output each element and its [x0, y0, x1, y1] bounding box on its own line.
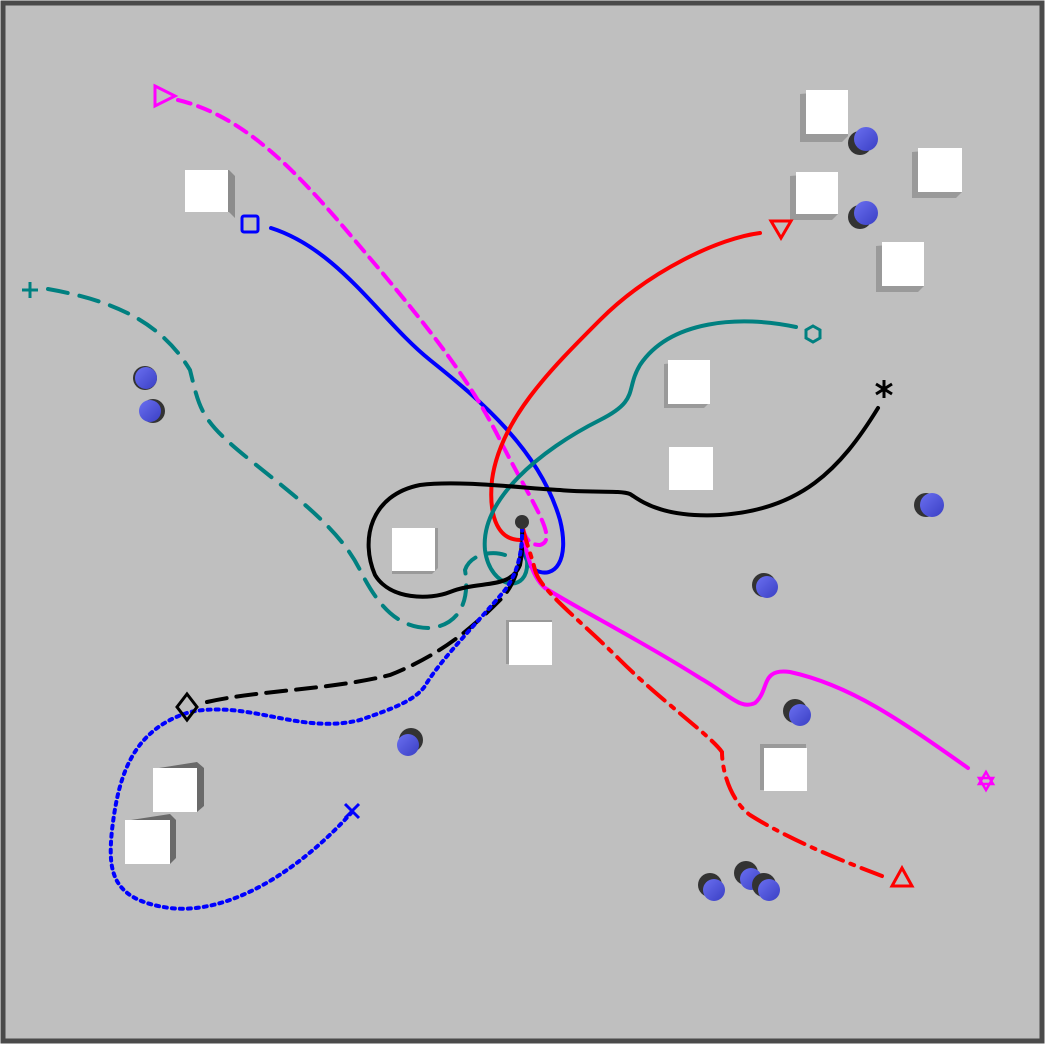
trajectories — [46, 98, 970, 911]
obstacle-box — [912, 148, 962, 198]
asterisk-marker — [875, 380, 893, 398]
obstacle-box — [185, 170, 235, 218]
triangle-down-marker — [768, 219, 794, 241]
x-marker — [343, 802, 361, 820]
square-marker — [240, 214, 260, 234]
pillar — [914, 493, 944, 517]
pillar — [848, 127, 878, 155]
trajectory-black-solid — [366, 406, 880, 599]
pillar — [752, 873, 780, 901]
diamond-marker — [175, 691, 199, 723]
obstacle-box — [506, 620, 552, 665]
obstacle-box — [664, 360, 710, 408]
obstacle-box — [876, 242, 924, 292]
pillar — [752, 573, 778, 598]
pillar — [133, 366, 157, 390]
trajectory-magenta-solid — [520, 520, 970, 770]
pillar — [397, 728, 423, 756]
triangle-up-marker — [889, 864, 915, 888]
convergence-hub — [515, 515, 529, 529]
hexagon-marker — [804, 324, 822, 344]
pillars — [133, 127, 944, 901]
obstacle-box — [760, 744, 807, 791]
trajectory-magenta-dashed — [176, 98, 549, 548]
trajectory-blue-dotted — [108, 520, 525, 911]
obstacle-box — [669, 447, 713, 490]
trajectory-black-dashed — [205, 520, 525, 704]
start-markers — [22, 83, 996, 888]
pillar — [139, 399, 165, 423]
pillar — [783, 699, 811, 726]
obstacle-box — [125, 814, 176, 864]
pillar — [698, 873, 725, 901]
obstacle-box — [790, 172, 838, 220]
obstacles — [125, 90, 962, 864]
trajectory-teal-solid — [482, 319, 798, 586]
obstacle-box — [153, 762, 204, 812]
pillar — [848, 201, 878, 229]
obstacle-box — [800, 90, 848, 142]
obstacle-box — [392, 528, 438, 574]
triangle-right-marker — [153, 83, 179, 109]
hexagram-marker — [976, 769, 996, 793]
plus-marker — [22, 282, 38, 298]
trajectory-red-dashed — [520, 520, 884, 878]
